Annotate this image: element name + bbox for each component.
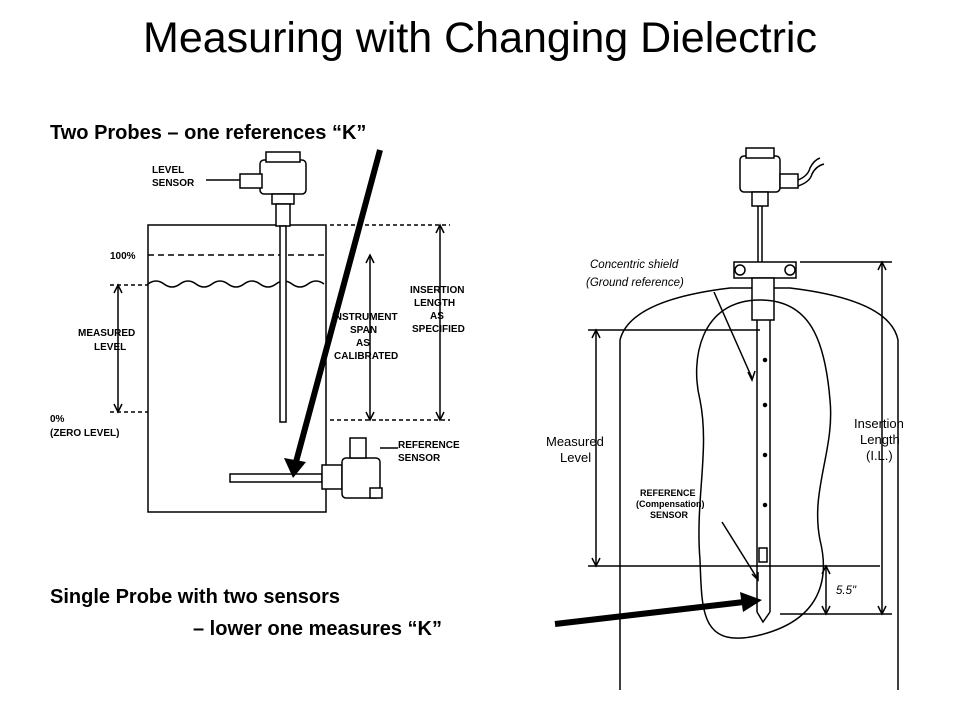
left-diagram-labels: LEVEL SENSOR 100% MEASURED LEVEL 0% (ZER… (50, 165, 465, 464)
right-sensor-head (739, 155, 781, 193)
left-tank (147, 224, 327, 513)
instrument-span-label-4: CALIBRATED (334, 351, 398, 362)
pointer-arrows (284, 149, 762, 627)
reference-label-2: (Compensation) (636, 499, 705, 509)
offset-dimension-label: 5.5" (836, 585, 857, 597)
level-probe-rod (279, 225, 287, 423)
insertion-length-label-3: (I.L.) (866, 448, 893, 463)
left-tank-diagram (110, 151, 450, 513)
zero-level-label-2: (ZERO LEVEL) (50, 428, 119, 439)
insertion-length-label-2: LENGTH (414, 298, 455, 309)
insertion-length-label-1: Insertion (854, 416, 904, 431)
two-probes-caption: Two Probes – one references “K” (50, 122, 367, 144)
right-tank-diagram (588, 147, 899, 690)
level-sensor-label-1: LEVEL (152, 165, 184, 176)
reference-label-3: SENSOR (650, 510, 689, 520)
single-probe-caption-line1: Single Probe with two sensors (50, 586, 341, 608)
measured-level-label-1: Measured (546, 434, 604, 449)
arrow-to-reference-sensor (293, 149, 383, 463)
level-sensor-label-2: SENSOR (152, 178, 195, 189)
arrow-to-lower-sensor (554, 599, 745, 627)
reference-sensor-label-2: SENSOR (398, 453, 441, 464)
insertion-length-label-4: SPECIFIED (412, 324, 465, 335)
level-sensor-head (259, 159, 307, 195)
insertion-length-label-1: INSERTION (410, 285, 464, 296)
full-level-label: 100% (110, 251, 136, 262)
measured-level-label-2: LEVEL (94, 342, 126, 353)
zero-level-label-1: 0% (50, 414, 65, 425)
instrument-span-label-3: AS (356, 338, 370, 349)
liquid-volume (695, 299, 832, 639)
right-diagram-labels: Concentric shield (Ground reference) Mea… (546, 259, 904, 597)
insertion-length-label-2: Length (860, 432, 900, 447)
liquid-surface (147, 280, 325, 288)
instrument-span-label-1: INSTRUMENT (332, 312, 398, 323)
instrument-span-label-2: SPAN (350, 325, 377, 336)
reference-sensor-label-1: REFERENCE (398, 440, 460, 451)
single-probe-caption-line2: – lower one measures “K” (193, 618, 442, 640)
reference-label-1: REFERENCE (640, 488, 696, 498)
slide-title: Measuring with Changing Dielectric (143, 14, 817, 62)
insertion-length-label-3: AS (430, 311, 444, 322)
concentric-shield-label-1: Concentric shield (590, 259, 679, 271)
measured-level-label-2: Level (560, 450, 591, 465)
reference-probe-rod (229, 473, 323, 483)
concentric-shield-label-2: (Ground reference) (586, 277, 684, 289)
measured-level-label-1: MEASURED (78, 328, 135, 339)
